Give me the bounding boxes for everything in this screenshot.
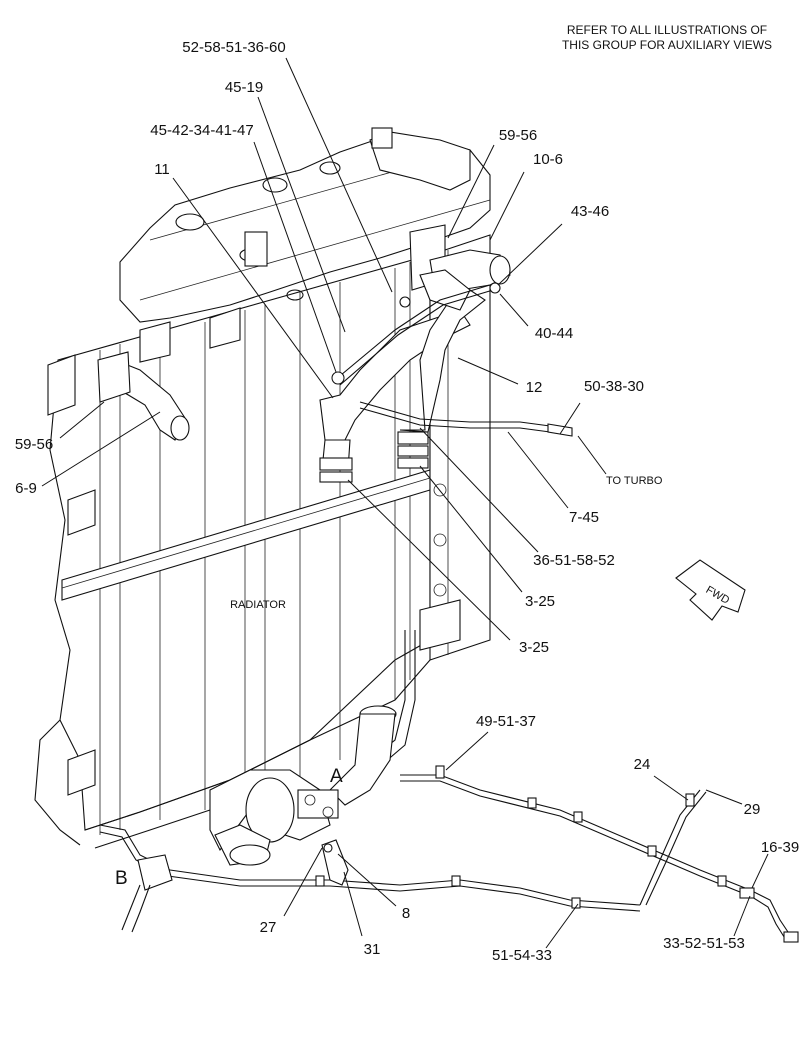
callout-40-44: 40-44 [535,325,573,342]
callout-11: 11 [154,161,170,178]
callout-52-58-51-36-60: 52-58-51-36-60 [182,39,285,56]
callout-27: 27 [260,919,277,936]
callout-33-52-51-53: 33-52-51-53 [663,935,745,952]
reference-note-line-2: THIS GROUP FOR AUXILIARY VIEWS [562,38,772,52]
callout-3-25-b: 3-25 [519,639,549,656]
callouts: 52-58-51-36-60 45-19 45-42-34-41-47 11 5… [15,39,799,964]
callout-45-19: 45-19 [225,79,263,96]
callout-16-39: 16-39 [761,839,799,856]
reference-note-line-1: REFER TO ALL ILLUSTRATIONS OF [567,23,767,37]
callout-45-42-34-41-47: 45-42-34-41-47 [150,122,253,139]
callout-6-9: 6-9 [15,480,37,497]
radiator-label: RADIATOR [230,599,286,611]
callout-12: 12 [526,379,543,396]
coolant-hoses [97,224,799,943]
callout-29: 29 [744,801,761,818]
view-b-label: B [115,868,128,889]
leader-lines [41,57,769,949]
callout-10-6: 10-6 [533,151,563,168]
to-turbo-label: TO TURBO [606,475,663,487]
callout-31: 31 [364,941,381,958]
callout-50-38-30: 50-38-30 [584,378,644,395]
callout-7-45: 7-45 [569,509,599,526]
callout-3-25-a: 3-25 [525,593,555,610]
callout-59-56-top: 59-56 [499,127,537,144]
callout-59-56-left: 59-56 [15,436,53,453]
callout-8: 8 [402,905,410,922]
forward-direction-arrow: FWD [675,559,746,621]
view-a-label: A [330,766,343,787]
callout-51-54-33: 51-54-33 [492,947,552,964]
callout-43-46: 43-46 [571,203,609,220]
callout-36-51-58-52: 36-51-58-52 [533,552,615,569]
callout-49-51-37: 49-51-37 [476,713,536,730]
callout-24: 24 [634,756,651,773]
